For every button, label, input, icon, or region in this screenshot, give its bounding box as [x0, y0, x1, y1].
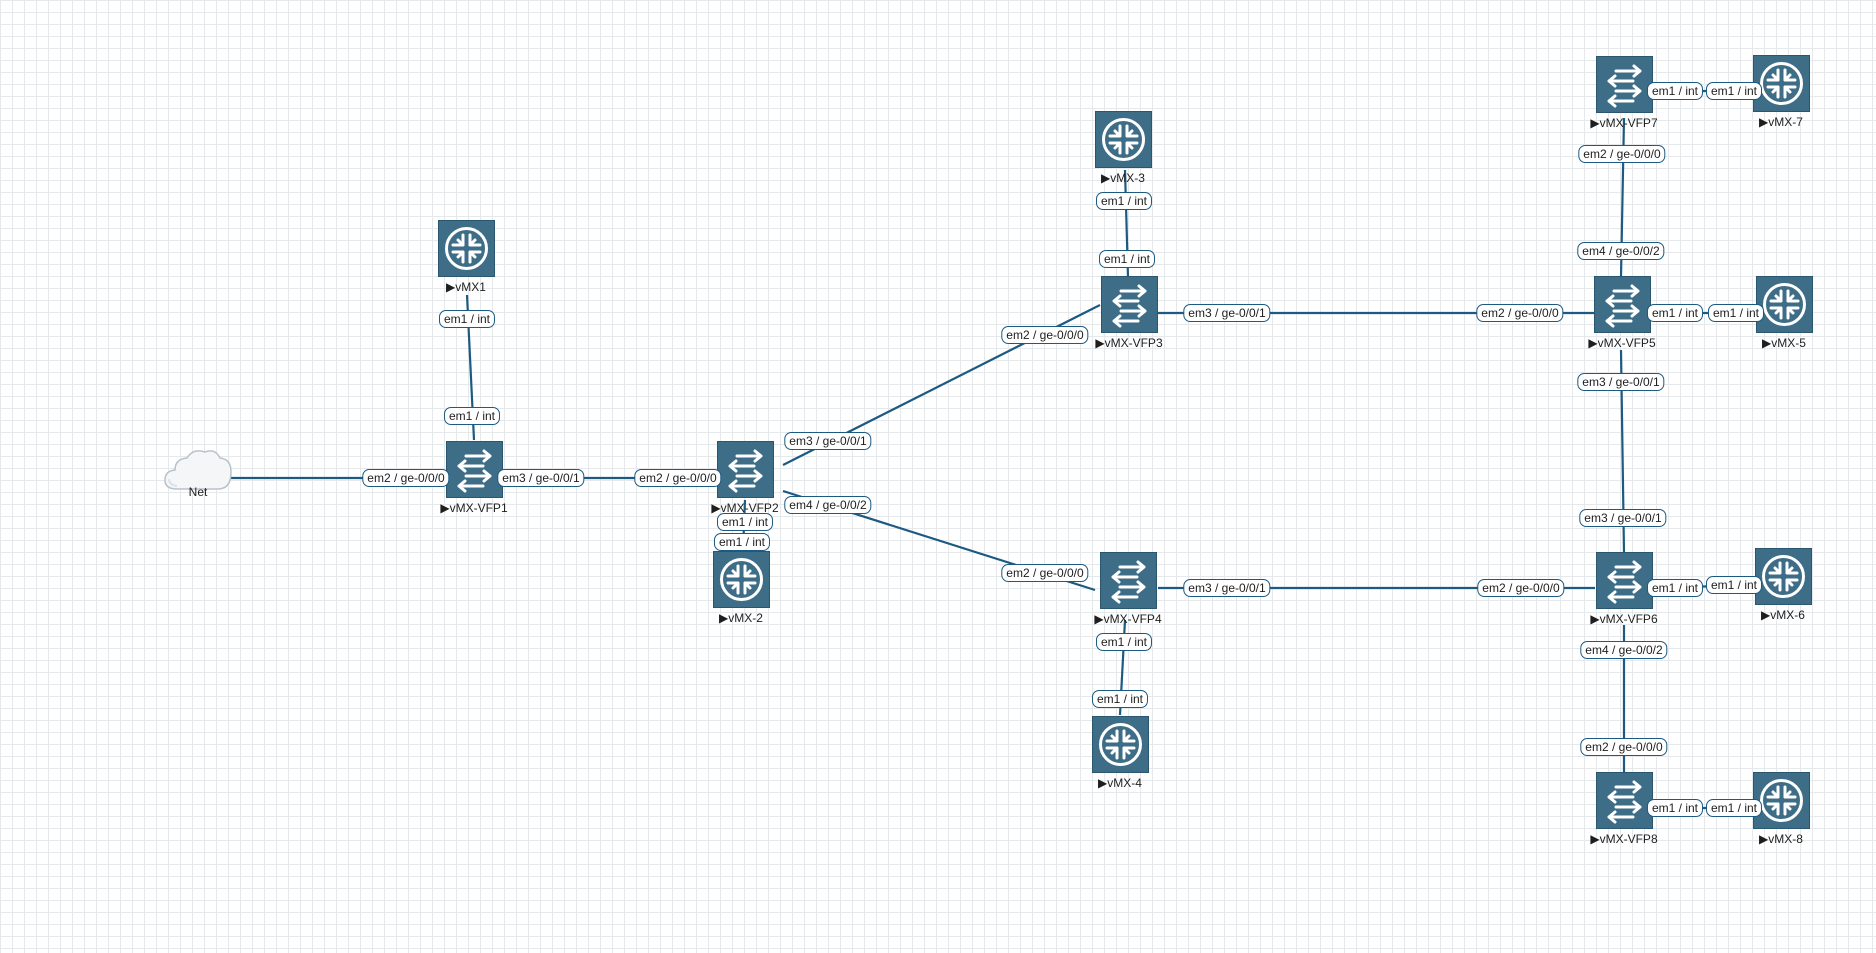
- iface-label: em2 / ge-0/0/0: [362, 469, 450, 487]
- iface-label: em1 / int: [1707, 304, 1765, 322]
- router-icon: [1756, 276, 1813, 333]
- node-label: ▶vMX-VFP1: [440, 501, 508, 515]
- iface-label: em1 / int: [1646, 82, 1704, 100]
- router-icon: [1753, 55, 1810, 112]
- node-vfp8[interactable]: ▶vMX-VFP8: [1590, 772, 1658, 846]
- router-icon: [1095, 111, 1152, 168]
- node-vfp1[interactable]: ▶vMX-VFP1: [440, 441, 508, 515]
- node-label: ▶vMX-VFP7: [1590, 116, 1658, 130]
- iface-label: em1 / int: [438, 310, 496, 328]
- node-label: ▶vMX-VFP6: [1590, 612, 1658, 626]
- iface-label: em4 / ge-0/0/2: [1577, 242, 1665, 260]
- switch-icon: [1100, 552, 1157, 609]
- switch-icon: [1101, 276, 1158, 333]
- iface-label: em2 / ge-0/0/0: [1001, 326, 1089, 344]
- iface-label: em2 / ge-0/0/0: [1001, 564, 1089, 582]
- iface-label: em1 / int: [1646, 579, 1704, 597]
- switch-icon: [1596, 56, 1653, 113]
- node-label: ▶vMX-7: [1759, 115, 1803, 129]
- node-label: Net: [188, 485, 208, 499]
- node-label: ▶vMX-VFP4: [1094, 612, 1162, 626]
- iface-label: em1 / int: [1646, 799, 1704, 817]
- router-icon: [1092, 716, 1149, 773]
- iface-label: em1 / int: [1095, 192, 1153, 210]
- node-vmx8[interactable]: ▶vMX-8: [1753, 772, 1810, 846]
- iface-label: em2 / ge-0/0/0: [634, 469, 722, 487]
- iface-label: em3 / ge-0/0/1: [784, 432, 872, 450]
- node-vmx7[interactable]: ▶vMX-7: [1753, 55, 1810, 129]
- iface-label: em1 / int: [716, 513, 774, 531]
- router-icon: [713, 551, 770, 608]
- node-vfp2[interactable]: ▶vMX-VFP2: [711, 441, 779, 515]
- node-vmx6[interactable]: ▶vMX-6: [1755, 548, 1812, 622]
- node-vmx4[interactable]: ▶vMX-4: [1092, 716, 1149, 790]
- node-label: ▶vMX-2: [719, 611, 763, 625]
- switch-icon: [1594, 276, 1651, 333]
- router-icon: [1755, 548, 1812, 605]
- node-label: ▶vMX-3: [1101, 171, 1145, 185]
- node-label: ▶vMX-VFP5: [1588, 336, 1656, 350]
- node-vfp4[interactable]: ▶vMX-VFP4: [1094, 552, 1162, 626]
- iface-label: em3 / ge-0/0/1: [497, 469, 585, 487]
- switch-icon: [717, 441, 774, 498]
- switch-icon: [1596, 552, 1653, 609]
- iface-label: em1 / int: [1098, 250, 1156, 268]
- iface-label: em2 / ge-0/0/0: [1476, 304, 1564, 322]
- iface-label: em2 / ge-0/0/0: [1580, 738, 1668, 756]
- switch-icon: [1596, 772, 1653, 829]
- node-vfp3[interactable]: ▶vMX-VFP3: [1095, 276, 1163, 350]
- iface-label: em2 / ge-0/0/0: [1578, 145, 1666, 163]
- node-net[interactable]: Net: [163, 445, 233, 499]
- node-vfp7[interactable]: ▶vMX-VFP7: [1590, 56, 1658, 130]
- iface-label: em3 / ge-0/0/1: [1579, 509, 1667, 527]
- iface-label: em1 / int: [1095, 633, 1153, 651]
- iface-label: em3 / ge-0/0/1: [1577, 373, 1665, 391]
- node-label: ▶vMX-6: [1761, 608, 1805, 622]
- node-label: ▶vMX-8: [1759, 832, 1803, 846]
- node-vmx1[interactable]: ▶vMX1: [438, 220, 495, 294]
- iface-label: em3 / ge-0/0/1: [1183, 579, 1271, 597]
- node-vfp6[interactable]: ▶vMX-VFP6: [1590, 552, 1658, 626]
- iface-label: em1 / int: [1705, 799, 1763, 817]
- iface-label: em1 / int: [1705, 576, 1763, 594]
- iface-label: em1 / int: [1705, 82, 1763, 100]
- iface-label: em3 / ge-0/0/1: [1183, 304, 1271, 322]
- node-label: ▶vMX-4: [1098, 776, 1142, 790]
- router-icon: [1753, 772, 1810, 829]
- node-vmx5[interactable]: ▶vMX-5: [1756, 276, 1813, 350]
- node-vfp5[interactable]: ▶vMX-VFP5: [1588, 276, 1656, 350]
- iface-label: em1 / int: [443, 407, 501, 425]
- switch-icon: [446, 441, 503, 498]
- iface-label: em1 / int: [1091, 690, 1149, 708]
- iface-label: em1 / int: [1646, 304, 1704, 322]
- node-label: ▶vMX-VFP8: [1590, 832, 1658, 846]
- iface-label: em2 / ge-0/0/0: [1477, 579, 1565, 597]
- node-label: ▶vMX-VFP2: [711, 501, 779, 515]
- iface-label: em4 / ge-0/0/2: [784, 496, 872, 514]
- iface-label: em4 / ge-0/0/2: [1580, 641, 1668, 659]
- node-label: ▶vMX-5: [1762, 336, 1806, 350]
- node-label: ▶vMX-VFP3: [1095, 336, 1163, 350]
- node-vmx2[interactable]: ▶vMX-2: [713, 551, 770, 625]
- router-icon: [438, 220, 495, 277]
- node-label: ▶vMX1: [446, 280, 486, 294]
- iface-label: em1 / int: [713, 533, 771, 551]
- node-vmx3[interactable]: ▶vMX-3: [1095, 111, 1152, 185]
- cloud-icon: [164, 450, 232, 490]
